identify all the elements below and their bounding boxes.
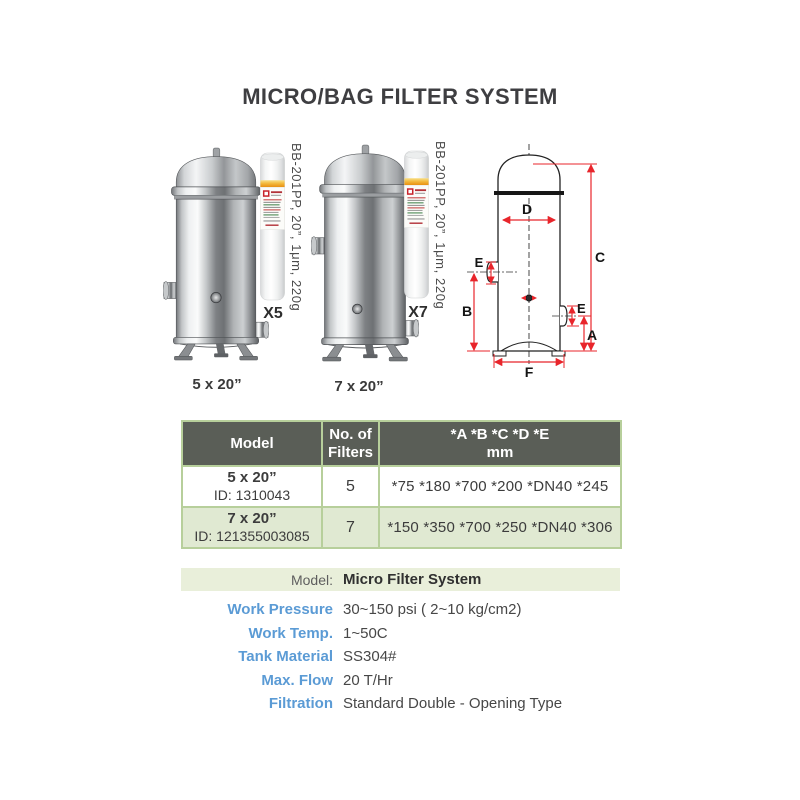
filter-housing-image-7x20	[311, 144, 419, 362]
cell-filter-count: 5	[321, 465, 380, 509]
spec-row-tank-material: Tank Material SS304#	[238, 648, 397, 666]
spec-row-work-pressure: Work Pressure 30~150 psi ( 2~10 kg/cm2)	[227, 601, 522, 619]
table-row: 5 x 20” ID: 1310043 5 *75 *180 *700 *200…	[181, 465, 622, 509]
col-header-model: Model	[181, 419, 323, 468]
dim-label-b: B	[462, 303, 472, 319]
filter-housing-image-5x20	[163, 147, 269, 361]
dimension-table-header-row: Model No. of Filters *A *B *C *D *E mm	[181, 419, 622, 468]
page-title: MICRO/BAG FILTER SYSTEM	[242, 84, 558, 109]
filter-cartridge-image-1	[260, 152, 285, 301]
cell-filter-count: 7	[321, 506, 380, 549]
spec-header-bar: Model: Micro Filter System	[181, 568, 620, 591]
col-header-dimensions: *A *B *C *D *E mm	[378, 419, 622, 468]
dimension-table: Model No. of Filters *A *B *C *D *E mm 5…	[181, 419, 622, 549]
cartridge-count-2: X7	[408, 304, 428, 321]
filter-cartridge-image-2	[404, 150, 429, 299]
table-row: 7 x 20” ID: 121355003085 7 *150 *350 *70…	[181, 506, 622, 549]
cartridge-count-1: X5	[263, 305, 283, 322]
spec-row-filtration: Filtration Standard Double - Opening Typ…	[268, 695, 563, 713]
dim-label-e-left: E	[475, 255, 484, 270]
cell-model: 7 x 20” ID: 121355003085	[181, 506, 323, 549]
dimension-diagram: D C E B E A F	[462, 144, 605, 380]
dim-label-e-right: E	[577, 301, 586, 316]
cartridge-spec-label-2: BB-201PP, 20”, 1μm, 220g	[433, 141, 448, 310]
dim-label-d: D	[522, 201, 532, 217]
cell-dimensions: *150 *350 *700 *250 *DN40 *306	[378, 506, 622, 549]
cartridge-spec-label-1: BB-201PP, 20”, 1μm, 220g	[289, 143, 304, 312]
col-header-filters: No. of Filters	[321, 419, 380, 468]
dim-label-c: C	[595, 249, 605, 265]
spec-row-max-flow: Max. Flow 20 T/Hr	[261, 671, 393, 689]
spec-rows: Work Pressure 30~150 psi ( 2~10 kg/cm2) …	[181, 598, 620, 716]
cell-model: 5 x 20” ID: 1310043	[181, 465, 323, 509]
dim-label-f: F	[525, 364, 534, 380]
housing-size-label-2: 7 x 20”	[334, 378, 384, 395]
spec-header-value: Micro Filter System	[343, 571, 482, 588]
housing-size-label-1: 5 x 20”	[192, 376, 242, 393]
spec-header-label: Model:	[290, 571, 333, 588]
dim-label-a: A	[587, 327, 597, 343]
spec-table: Model: Micro Filter System Work Pressure…	[181, 568, 620, 716]
spec-row-work-temp: Work Temp. 1~50C	[248, 624, 388, 642]
cell-dimensions: *75 *180 *700 *200 *DN40 *245	[378, 465, 622, 509]
